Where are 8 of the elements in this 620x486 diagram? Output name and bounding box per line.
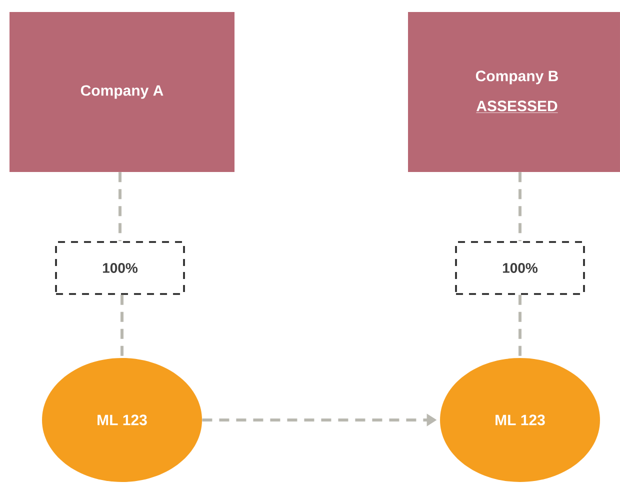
connector-line [120, 294, 124, 358]
connector-line [518, 294, 522, 358]
company-box: Company B ASSESSED [408, 12, 620, 172]
percentage-box: 100% [55, 241, 185, 295]
connector-line [118, 172, 122, 242]
percentage-box: 100% [455, 241, 585, 295]
company-box: Company A [10, 12, 234, 172]
connector-line [518, 172, 522, 242]
